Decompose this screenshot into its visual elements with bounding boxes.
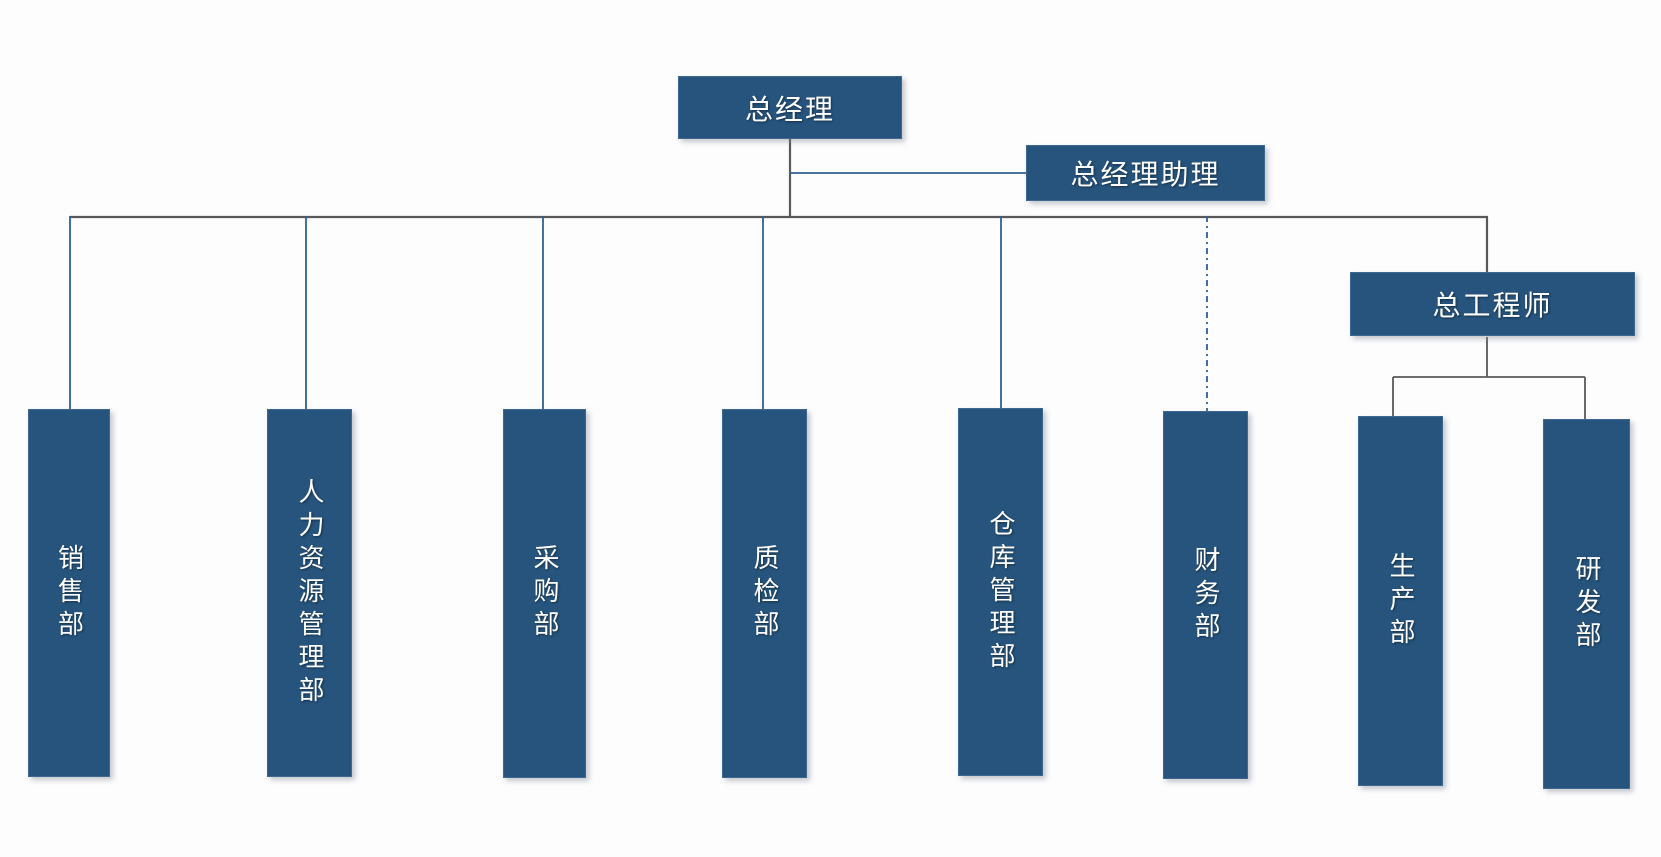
node-dept-production: 生产部 <box>1358 416 1443 786</box>
node-chief-engineer-label: 总工程师 <box>1432 289 1553 322</box>
node-dept-purchasing-label: 采购部 <box>529 544 559 643</box>
node-dept-quality-label: 质检部 <box>749 544 779 643</box>
node-dept-rd-label: 研发部 <box>1571 554 1601 654</box>
node-general-manager: 总经理 <box>678 76 902 139</box>
node-chief-engineer: 总工程师 <box>1350 272 1635 336</box>
node-dept-rd: 研发部 <box>1543 419 1630 789</box>
node-dept-finance: 财务部 <box>1163 411 1248 779</box>
node-dept-sales: 销售部 <box>28 409 110 777</box>
node-dept-purchasing: 采购部 <box>503 409 586 778</box>
node-dept-sales-label: 销售部 <box>53 543 84 643</box>
node-dept-finance-label: 财务部 <box>1190 545 1220 645</box>
node-dept-warehouse-label: 仓库管理部 <box>985 509 1015 675</box>
node-gm-assistant-label: 总经理助理 <box>1070 158 1221 191</box>
node-dept-hr-label: 人力资源管理部 <box>294 477 324 709</box>
node-dept-hr: 人力资源管理部 <box>267 409 352 777</box>
node-general-manager-label: 总经理 <box>744 92 835 126</box>
node-dept-warehouse: 仓库管理部 <box>958 408 1043 776</box>
node-dept-quality: 质检部 <box>722 409 807 778</box>
node-dept-production-label: 生产部 <box>1385 551 1415 651</box>
node-gm-assistant: 总经理助理 <box>1026 145 1265 201</box>
